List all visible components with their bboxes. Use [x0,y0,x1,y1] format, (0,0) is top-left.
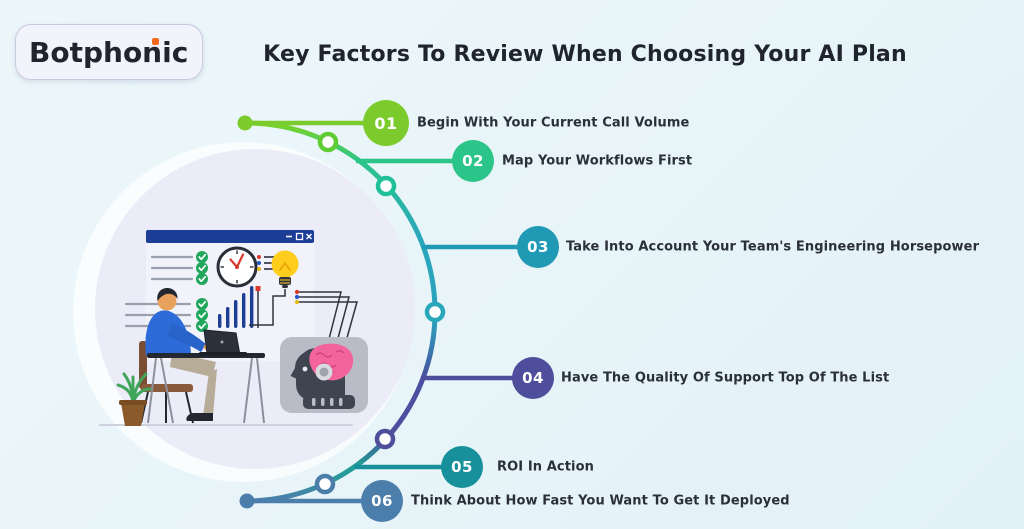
check-icon [196,320,208,332]
plant-pot [121,403,145,426]
step-6-badge: 06 [361,480,403,522]
person-hair [157,287,178,301]
curve-node-5 [314,473,336,495]
step-2-label: Map Your Workflows First [502,153,693,169]
step-3-label: Take Into Account Your Team's Engineerin… [566,239,980,255]
bar-chart [218,286,254,328]
page-title: Key Factors To Review When Choosing Your… [263,42,907,67]
step-2-badge: 02 [452,140,494,182]
step-5-badge: 05 [441,446,483,488]
maximize-icon [295,232,304,241]
step-6-label: Think About How Fast You Want To Get It … [411,493,790,509]
person-shin [203,369,217,416]
check-icon [196,298,208,310]
wire-node-red [255,286,261,291]
person-shoe [186,413,213,421]
curve-node-3 [424,301,446,323]
eye-dot [302,366,308,372]
checklist-checks [196,251,208,332]
person-head [157,291,177,311]
step-3-number: 03 [527,238,549,256]
logo: Botphonic [15,24,203,80]
person-arm [168,323,206,352]
check-icon [196,251,208,263]
step-3-badge: 03 [517,226,559,268]
neck-base [303,395,355,409]
logo-text: Botphonic [29,35,189,69]
person-leg [170,352,216,377]
curve-end-dot [239,493,255,509]
step-5-label: ROI In Action [497,459,594,475]
laptop-base [199,352,247,356]
check-icon [196,309,208,321]
wires [249,286,358,350]
desk-legs [147,357,265,424]
plant [116,372,152,426]
curve-start-dot [237,115,253,131]
checklist-upper [150,255,194,281]
curve-node-4 [374,428,396,450]
curve-node-2 [375,175,397,197]
curve-node-1 [317,131,339,153]
clock-icon [216,246,258,288]
close-icon [306,233,312,240]
step-1-number: 01 [374,113,398,133]
person-torso [145,310,191,356]
step-4-number: 04 [522,369,544,387]
step-6-number: 06 [371,492,393,510]
ai-head [280,337,368,413]
step-1-label: Begin With Your Current Call Volume [417,115,690,131]
step-4-badge: 04 [512,357,554,399]
step-1-badge: 01 [363,100,409,146]
step-4-label: Have The Quality Of Support Top Of The L… [561,370,890,386]
check-icon [196,273,208,285]
logo-i-dot [152,38,159,45]
step-5-number: 05 [451,458,473,476]
desk [147,329,265,424]
step-2-number: 02 [462,152,484,170]
lightbulb-icon [271,250,299,288]
check-icon [196,262,208,274]
